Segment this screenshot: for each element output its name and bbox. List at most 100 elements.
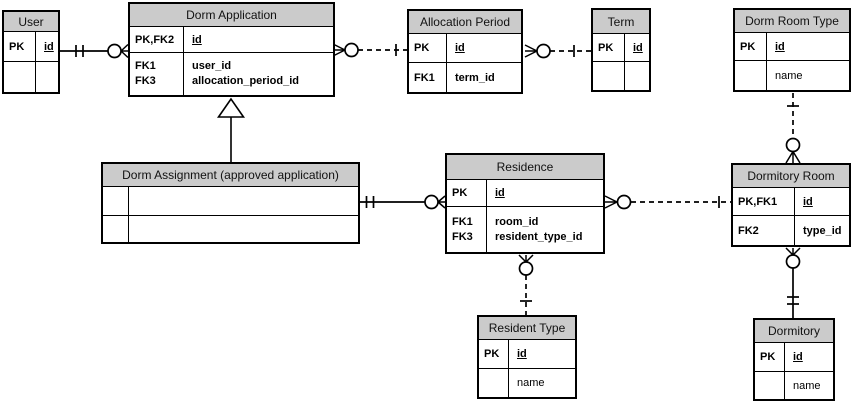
crows-foot <box>524 44 538 58</box>
field-cell: id <box>775 40 785 53</box>
cardinality-circle <box>785 137 801 153</box>
key-cell <box>103 216 129 242</box>
field-cell: id <box>803 195 813 208</box>
entity-title: Dorm Room Type <box>735 10 849 33</box>
entity-title: Allocation Period <box>409 11 521 34</box>
entity-title: Dorm Assignment (approved application) <box>103 164 358 187</box>
field-cell <box>129 187 358 215</box>
field-cell: term_id <box>455 71 495 84</box>
key-cell: FK1 FK3 <box>447 207 487 252</box>
field-cell: id <box>495 187 505 199</box>
rel-allocation-period-term <box>524 43 591 59</box>
rel-residence-dormitory-room <box>604 194 731 210</box>
field-cell: id <box>633 41 643 54</box>
pk-row: PK id <box>735 33 849 60</box>
rel-inheritance-dorm-assignment-dorm-application <box>216 97 246 162</box>
entity-title: User <box>4 12 58 32</box>
rel-dormitory-room-dormitory <box>785 247 801 318</box>
crows-foot <box>785 151 801 164</box>
attr-row: name <box>755 371 833 399</box>
entity-dormitory: Dormitory PK id name <box>753 318 835 401</box>
attr-row: FK2 type_id <box>733 215 849 245</box>
cardinality-circle <box>616 194 632 210</box>
entity-title: Dorm Application <box>130 4 333 27</box>
pk-row <box>103 187 358 215</box>
key-cell: PK <box>409 34 447 62</box>
cardinality-circle <box>344 42 359 58</box>
crows-foot <box>437 195 446 209</box>
field-cell <box>129 216 358 242</box>
key-cell <box>735 61 767 90</box>
entity-residence: Residence PK id FK1 FK3 room_id resident… <box>445 153 605 254</box>
field-cell: id <box>192 33 202 46</box>
attr-row: name <box>479 368 575 397</box>
pk-row: PK id <box>479 340 575 368</box>
field-cell <box>625 62 649 90</box>
key-cell: PK <box>735 33 767 60</box>
key-cell: FK2 <box>733 216 795 245</box>
key-cell: PK <box>447 180 487 206</box>
rel-residence-resident-type <box>518 254 534 315</box>
entity-title: Residence <box>447 155 603 180</box>
field-cell: room_id resident_type_id <box>495 215 583 243</box>
key-cell <box>4 62 36 92</box>
pk-row: PK,FK2 id <box>130 27 333 52</box>
field-cell: user_id allocation_period_id <box>192 60 299 87</box>
attr-row <box>4 61 58 92</box>
pk-row: PK id <box>755 343 833 371</box>
attr-row: FK1 term_id <box>409 62 521 92</box>
pk-row: PK id <box>409 34 521 62</box>
pk-row: PK id <box>447 180 603 206</box>
key-cell: PK <box>593 34 625 61</box>
pk-row: PK id <box>593 34 649 61</box>
rel-dorm-assignment-residence <box>360 194 446 210</box>
key-cell <box>755 372 785 399</box>
key-cell: PK <box>755 343 785 371</box>
attr-row <box>103 215 358 242</box>
key-cell <box>479 369 509 397</box>
field-cell: name <box>775 69 803 82</box>
entity-dorm-room-type: Dorm Room Type PK id name <box>733 8 851 92</box>
pk-row: PK,FK1 id <box>733 188 849 215</box>
field-cell: id <box>517 348 527 360</box>
key-cell: FK1 FK3 <box>130 53 184 95</box>
cardinality-circle <box>536 43 551 59</box>
entity-term: Term PK id <box>591 8 651 92</box>
crows-foot <box>604 195 618 209</box>
entity-resident-type: Resident Type PK id name <box>477 315 577 399</box>
field-cell: id <box>793 351 803 363</box>
rel-user-dorm-application <box>60 43 129 59</box>
key-cell: PK <box>479 340 509 368</box>
crows-foot <box>120 43 129 59</box>
field-cell: name <box>793 379 821 392</box>
attr-row: FK1 FK3 user_id allocation_period_id <box>130 52 333 95</box>
pk-row: PK id <box>4 32 58 61</box>
field-cell: id <box>455 42 465 54</box>
rel-dorm-application-allocation-period <box>332 42 407 58</box>
key-cell: FK1 <box>409 63 447 92</box>
attr-row <box>593 61 649 90</box>
key-cell: PK,FK2 <box>130 27 184 52</box>
crows-foot <box>785 247 801 256</box>
entity-title: Resident Type <box>479 317 575 340</box>
entity-dormitory-room: Dormitory Room PK,FK1 id FK2 type_id <box>731 163 851 247</box>
key-cell <box>103 187 129 215</box>
key-cell: PK,FK1 <box>733 188 795 215</box>
key-cell <box>593 62 625 90</box>
cardinality-circle <box>785 254 801 269</box>
entity-user: User PK id <box>2 10 60 94</box>
entity-dorm-assignment: Dorm Assignment (approved application) <box>101 162 360 244</box>
rel-dorm-room-type-dormitory-room <box>785 93 801 164</box>
inheritance-triangle <box>216 97 246 118</box>
cardinality-circle <box>424 194 439 210</box>
cardinality-circle <box>518 261 534 276</box>
field-cell: id <box>44 40 54 53</box>
attr-row: name <box>735 60 849 90</box>
entity-title: Term <box>593 10 649 34</box>
field-cell: type_id <box>803 224 842 237</box>
key-cell: PK <box>4 32 36 61</box>
attr-row: FK1 FK3 room_id resident_type_id <box>447 206 603 252</box>
entity-title: Dormitory Room <box>733 165 849 188</box>
field-cell: name <box>517 377 545 389</box>
